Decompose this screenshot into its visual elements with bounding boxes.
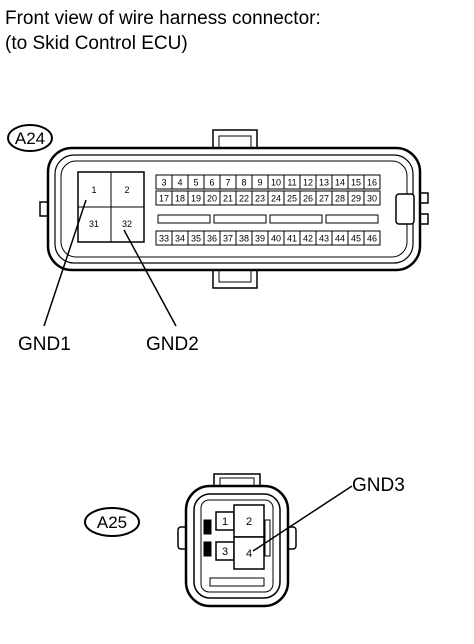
a24-pin-label: 38 (239, 234, 249, 244)
a24-pin-label: 18 (175, 194, 185, 204)
a24-pin-label: 5 (193, 178, 198, 188)
a25-pin-2: 2 (246, 516, 252, 528)
a24-pin-label: 28 (335, 194, 345, 204)
a24-pin-label: 12 (303, 178, 313, 188)
a24-key-slot-3 (269, 214, 323, 224)
a24-pin-label: 3 (161, 178, 166, 188)
a24-pin-label: 35 (191, 234, 201, 244)
a24-pin-label: 23 (255, 194, 265, 204)
title-line-1: Front view of wire harness connector: (5, 8, 321, 29)
gnd1-leader-line (43, 199, 87, 327)
a24-pin-label: 45 (351, 234, 361, 244)
a24-pin-label: 15 (351, 178, 361, 188)
a24-pin-label: 33 (159, 234, 169, 244)
a24-pin-label: 10 (271, 178, 281, 188)
a24-pin-label: 43 (319, 234, 329, 244)
a25-bottom-slot (209, 577, 265, 587)
a25-pin-1: 1 (222, 516, 228, 528)
gnd3-leader-line (252, 485, 353, 552)
a24-tag-oval (7, 124, 53, 152)
gnd2-leader-line (123, 229, 177, 327)
a24-pin-label: 37 (223, 234, 233, 244)
a24-pin-32: 32 (122, 219, 132, 229)
gnd1-label: GND1 (18, 334, 71, 355)
a24-pin-label: 42 (303, 234, 313, 244)
title-line-2: (to Skid Control ECU) (5, 33, 188, 54)
a24-pin-label: 11 (287, 178, 296, 188)
a25-left-rib-upper (203, 519, 212, 535)
a24-pin-label: 39 (255, 234, 265, 244)
a24-pin-cell (363, 174, 381, 190)
a24-key-slot-4 (325, 214, 379, 224)
a24-pin-1: 1 (91, 185, 96, 195)
a25-housing-mid (193, 493, 281, 599)
a24-pin-label: 41 (287, 234, 297, 244)
a24-pin-label: 9 (257, 178, 262, 188)
a24-pin-label: 4 (177, 178, 182, 188)
gnd3-label: GND3 (352, 475, 405, 496)
a24-pin-label: 34 (175, 234, 185, 244)
a25-pin-cell-4 (233, 536, 265, 570)
a24-pin-label: 30 (367, 194, 377, 204)
connector-a24 (39, 129, 429, 289)
connector-a25 (177, 473, 297, 608)
a24-pin-label: 24 (271, 194, 281, 204)
a24-pin-cell (363, 190, 381, 206)
a25-right-rib (264, 519, 271, 557)
a24-pin-label: 14 (335, 178, 345, 188)
a25-pin-3: 3 (222, 546, 228, 558)
a24-pin-label: 16 (367, 178, 377, 188)
a24-pin-label: 25 (287, 194, 297, 204)
a24-pin-2: 2 (124, 185, 129, 195)
a24-pin-label: 8 (241, 178, 246, 188)
a24-pin-label: 40 (271, 234, 281, 244)
a24-tag-label: A24 (15, 129, 45, 148)
a24-key-slot-2 (213, 214, 267, 224)
a24-pin-label: 17 (159, 194, 169, 204)
a24-pin-label: 7 (225, 178, 230, 188)
a24-pin-label: 19 (191, 194, 201, 204)
a24-pin-label: 44 (335, 234, 345, 244)
a25-tag-oval (84, 507, 140, 537)
a25-left-rib-lower (203, 541, 212, 557)
a24-pin-label: 29 (351, 194, 361, 204)
a24-key-slot-1 (157, 214, 211, 224)
a24-pin-label: 13 (319, 178, 329, 188)
a24-pin-label: 27 (319, 194, 329, 204)
a24-pin-label: 20 (207, 194, 217, 204)
a24-pin-label: 22 (239, 194, 249, 204)
a24-pin-label: 36 (207, 234, 217, 244)
a24-pin-label: 26 (303, 194, 313, 204)
a25-housing-inner (200, 499, 274, 593)
a24-pin-label: 21 (223, 194, 233, 204)
a24-right-latch (395, 193, 415, 225)
a24-pin-label: 46 (367, 234, 377, 244)
a24-pin-label: 6 (209, 178, 214, 188)
a25-pin-cell-2 (233, 504, 265, 538)
a24-pin-31: 31 (89, 219, 99, 229)
a25-pin-4: 4 (246, 548, 252, 560)
a24-pin-cell (363, 230, 381, 246)
a25-tag-label: A25 (97, 513, 127, 532)
gnd2-label: GND2 (146, 334, 199, 355)
